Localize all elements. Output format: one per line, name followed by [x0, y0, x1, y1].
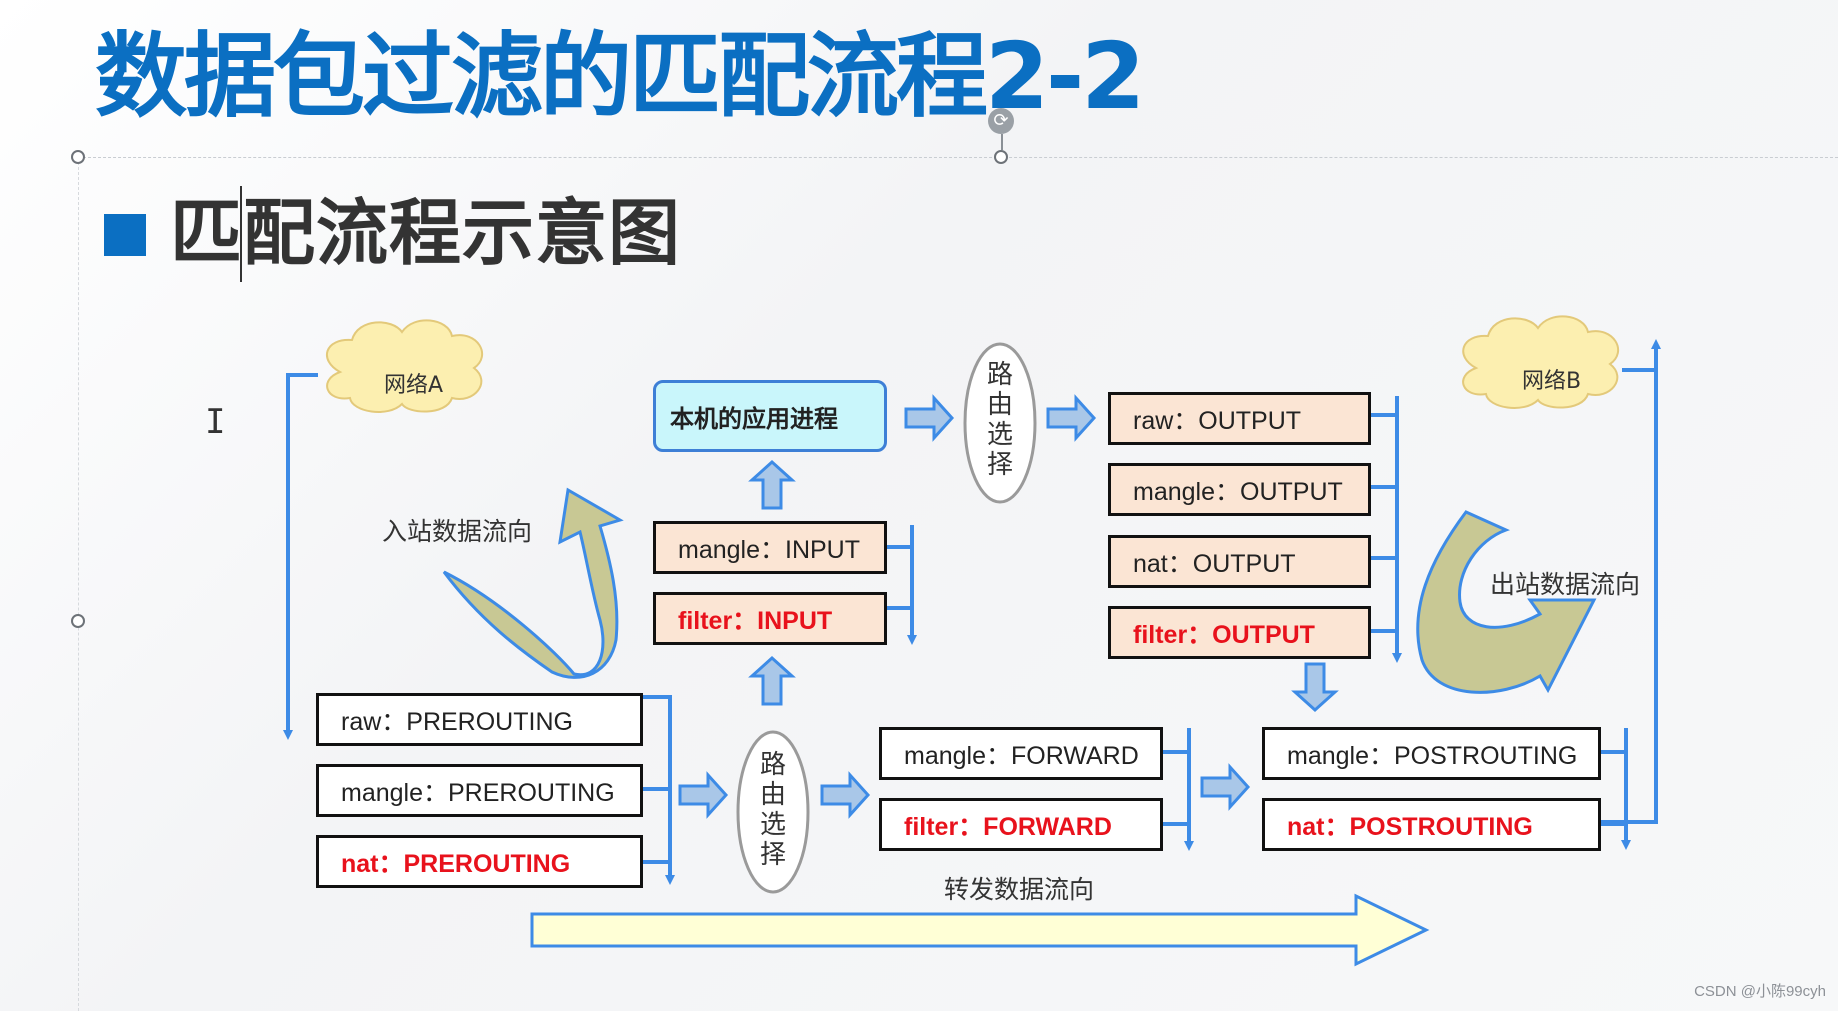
watermark: CSDN @小陈99cyh — [1694, 983, 1826, 1000]
network-a-connector — [283, 373, 318, 740]
text-cursor — [240, 186, 242, 282]
chain-mangle-forward[interactable]: mangle：FORWARD — [879, 727, 1163, 780]
chain-filter-output[interactable]: filter：OUTPUT — [1108, 606, 1371, 659]
resize-handle-top-left[interactable] — [71, 150, 85, 164]
ibeam-cursor-icon: I — [205, 402, 226, 442]
placeholder-border-left — [78, 157, 79, 1011]
rotate-handle-icon[interactable]: ⟳ — [988, 108, 1014, 134]
bullet-heading[interactable]: 匹配流程示意图 — [170, 191, 682, 275]
routing-decision-top-label: 路 由 选 择 — [986, 360, 1013, 480]
outbound-flow-label: 出站数据流向 — [1490, 570, 1641, 599]
routing-decision-bottom-label: 路 由 选 择 — [759, 750, 786, 870]
resize-handle-left-mid[interactable] — [71, 614, 85, 628]
forward-flow-label: 转发数据流向 — [944, 875, 1095, 904]
output-bracket — [1369, 396, 1402, 663]
chain-filter-forward[interactable]: filter：FORWARD — [879, 798, 1163, 851]
chain-mangle-output[interactable]: mangle：OUTPUT — [1108, 463, 1371, 516]
input-bracket — [884, 525, 917, 645]
forward-flow-arrow — [530, 893, 1430, 967]
chain-mangle-prerouting[interactable]: mangle：PREROUTING — [316, 764, 643, 817]
chain-filter-input[interactable]: filter：INPUT — [653, 592, 887, 645]
slide-title[interactable]: 数据包过滤的匹配流程2-2 — [95, 23, 1145, 130]
chain-nat-output[interactable]: nat：OUTPUT — [1108, 535, 1371, 588]
chain-mangle-input[interactable]: mangle：INPUT — [653, 521, 887, 574]
chain-raw-prerouting[interactable]: raw：PREROUTING — [316, 693, 643, 746]
cloud-network-b-icon — [1462, 315, 1620, 409]
chain-mangle-postrouting[interactable]: mangle：POSTROUTING — [1262, 727, 1601, 780]
bullet-square-icon — [104, 214, 146, 256]
forward-bracket — [1161, 728, 1194, 851]
network-a-label: 网络A — [384, 373, 444, 398]
cloud-network-a-icon — [326, 319, 484, 413]
routing-decision-oval-top — [963, 342, 1037, 504]
network-b-label: 网络B — [1522, 369, 1582, 394]
chain-raw-output[interactable]: raw：OUTPUT — [1108, 392, 1371, 445]
rotate-stem — [1001, 134, 1003, 150]
inbound-curved-arrow — [442, 487, 624, 679]
block-arrows — [678, 394, 1339, 819]
prerouting-bracket — [640, 695, 675, 885]
chain-nat-postrouting[interactable]: nat：POSTROUTING — [1262, 798, 1601, 851]
postrouting-bracket — [1598, 339, 1661, 850]
routing-decision-oval-bottom — [736, 730, 810, 894]
local-process-box[interactable]: 本机的应用进程 — [653, 380, 887, 452]
outbound-curved-arrow — [1416, 510, 1597, 694]
placeholder-border — [78, 157, 1838, 158]
chain-nat-prerouting[interactable]: nat：PREROUTING — [316, 835, 643, 888]
resize-handle-top-mid[interactable] — [994, 150, 1008, 164]
inbound-flow-label: 入站数据流向 — [382, 517, 533, 546]
